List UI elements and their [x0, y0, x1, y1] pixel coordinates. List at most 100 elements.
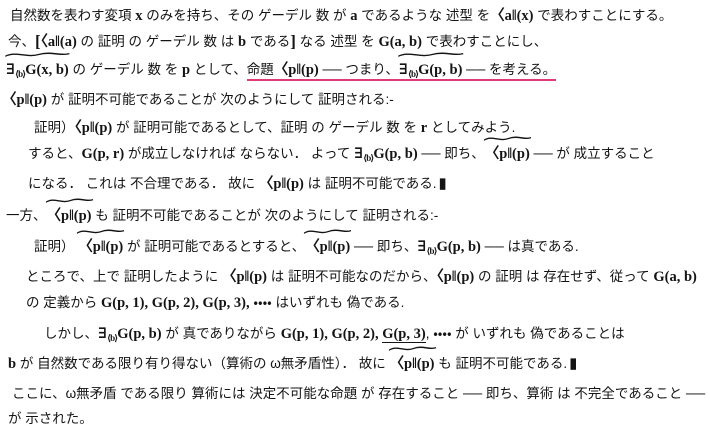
- math-token: 〈p‖(p): [305, 239, 351, 255]
- g-predicate: G(p, b): [117, 326, 162, 342]
- tilde-expression: 〈p‖(p): [304, 229, 352, 260]
- qed-box-icon: ▮: [569, 355, 578, 372]
- g-predicate: G(p, b): [373, 146, 418, 162]
- tilde-overline-icon: [483, 136, 531, 141]
- math-token: 〈p‖(p): [78, 239, 124, 255]
- text-run: の 証明 の ゲーデル 数 は: [76, 34, 239, 49]
- text-run: で表わすことにする。: [533, 8, 673, 23]
- text-run: ── 即ち、: [417, 146, 485, 161]
- close-bracket: ]: [290, 32, 296, 51]
- math-token: b: [238, 34, 247, 50]
- exists-expression: ∃⟨b⟩G(p, b): [354, 146, 418, 163]
- math-token: r: [420, 120, 428, 136]
- text-run: であるような 述型 を: [357, 8, 491, 23]
- math-token: 〈p‖(p): [484, 146, 530, 162]
- exists-quantifier: ∃: [6, 62, 15, 78]
- text-line: ところで、上で 証明したように 〈p‖(p) は 証明不可能なのだから、〈p‖(…: [0, 264, 708, 290]
- text-run: として、: [190, 62, 247, 77]
- text-run: が 自然数である限り有り得ない（算術の ω無矛盾性）． 故に: [16, 356, 390, 371]
- math-token: G(p, 1), G(p, 2),: [280, 326, 383, 342]
- text-run: で表わすことにし、: [421, 34, 548, 49]
- math-token: 〈p‖(p): [2, 92, 47, 108]
- math-token: G(a, b): [378, 34, 422, 50]
- math-token: 〈p‖(p): [436, 269, 475, 285]
- exists-expression: ∃⟨b⟩G(p, b): [98, 326, 162, 343]
- math-token: 〈a‖(a): [40, 34, 77, 50]
- text-run: ── を考える。: [462, 62, 557, 77]
- text-line: 証明）〈p‖(p) が 証明可能であるとして、証明 の ゲーデル 数 を r と…: [0, 115, 708, 141]
- text-run: は 証明不可能なのだから、: [266, 269, 437, 284]
- text-run: が 証明可能であるとすると、: [123, 239, 306, 254]
- text-run: 命題: [246, 62, 274, 77]
- text-line: しかし、∃⟨b⟩G(p, b) が 真でありながら G(p, 1), G(p, …: [0, 321, 708, 351]
- text-run: は 証明不可能である.: [303, 176, 437, 191]
- math-token: 〈p‖(p): [273, 62, 319, 78]
- text-run: が 証明不可能であることが 次のようにして 証明される:-: [47, 92, 394, 107]
- tilde-overline-icon: [398, 52, 464, 57]
- math-token: b: [8, 356, 17, 372]
- tilde-expression: ∃⟨b⟩G(p, b): [398, 52, 464, 87]
- text-line: 一方、〈p‖(p) も 証明不可能であることが 次のようにして 証明される:-: [0, 198, 708, 229]
- exists-quantifier: ∃: [98, 326, 107, 342]
- proof-label: 証明）: [34, 239, 79, 254]
- subscript-b: ⟨b⟩: [107, 333, 118, 343]
- text-run: としてみよう.: [427, 120, 516, 135]
- math-token: a: [350, 8, 358, 24]
- text-run: ── が 成立すること: [529, 146, 655, 161]
- pink-underlined-proposition: 命題〈p‖(p) ── つまり、∃⟨b⟩G(p, b) ── を考える。: [246, 52, 557, 81]
- text-run: のみを持ち、その ゲーデル 数 が: [142, 8, 351, 23]
- subscript-b: ⟨b⟩: [407, 69, 419, 79]
- math-token: G(p, 1), G(p, 2), G(p, 3),: [101, 295, 250, 311]
- text-line: 自然数を表わす変項 x のみを持ち、その ゲーデル 数 が a であるような 述…: [0, 3, 708, 29]
- tilde-overline-icon: [5, 52, 70, 57]
- qed-box-icon: ▮: [438, 175, 447, 192]
- math-token: p: [182, 62, 191, 78]
- text-line: の 定義から G(p, 1), G(p, 2), G(p, 3), ・・・・ は…: [0, 290, 708, 316]
- text-line: 〈p‖(p) が 証明不可能であることが 次のようにして 証明される:-: [0, 87, 708, 113]
- proof-label: 証明）: [34, 120, 75, 135]
- text-line: すると、G(p, r) が成立しなければ ならない． よって ∃⟨b⟩G(p, …: [0, 136, 708, 171]
- text-line: ∃⟨b⟩G(x, b) の ゲーデル 数 を p として、命題〈p‖(p) ──…: [0, 52, 708, 87]
- g-predicate: G(x, b): [25, 62, 69, 78]
- subscript-b: ⟨b⟩: [426, 246, 437, 256]
- math-token: 〈p‖(p): [221, 269, 267, 285]
- open-bracket: [: [35, 32, 41, 51]
- text-run: が 証明可能であるとして、証明 の ゲーデル 数 を: [112, 120, 421, 135]
- text-run: も 証明不可能であることが 次のようにして 証明される:-: [91, 208, 439, 223]
- text-run: が成立しなければ ならない． よって: [124, 146, 355, 161]
- tilde-overline-icon: [304, 229, 352, 234]
- tilde-overline-icon: [45, 198, 93, 203]
- text-run: ここに、ω無矛盾 である限り 算術には 決定不可能な命題 が 存在すること ──…: [12, 386, 706, 401]
- math-token: x: [135, 8, 143, 24]
- math-token: 〈p‖(p): [46, 208, 92, 224]
- tilde-overline-icon: [77, 229, 125, 234]
- text-run: も 証明不可能である.: [434, 356, 568, 371]
- subscript-b: ⟨b⟩: [15, 69, 26, 79]
- exists-quantifier: ∃: [417, 239, 427, 255]
- text-run: , ・・・・ が いずれも 偽であることは: [425, 326, 625, 341]
- text-run: が 示された。: [8, 411, 93, 426]
- text-run: 一方、: [6, 208, 47, 223]
- tilde-expression: 〈p‖(p): [45, 198, 93, 229]
- exists-quantifier: ∃: [354, 146, 364, 162]
- tilde-expression: 〈p‖(p): [483, 136, 531, 167]
- g-predicate: G(p, b): [436, 239, 481, 255]
- text-run: になる． これは 不合理である． 故に: [28, 176, 259, 191]
- text-run: しかし、: [44, 326, 98, 341]
- text-run: が 真でありながら: [161, 326, 281, 341]
- text-run: ところで、上で 証明したように: [26, 269, 222, 284]
- text-line: 証明） 〈p‖(p) が 証明可能であるとすると、〈p‖(p) ── 即ち、∃⟨…: [0, 229, 708, 264]
- text-line: ここに、ω無矛盾 である限り 算術には 決定不可能な命題 が 存在すること ──…: [0, 381, 708, 406]
- text-run: すると、: [28, 146, 82, 161]
- text-run: の ゲーデル 数 を: [68, 62, 182, 77]
- text-run: ── つまり、: [318, 62, 399, 77]
- text-line: になる． これは 不合理である． 故に 〈p‖(p) は 証明不可能である.▮: [0, 171, 708, 197]
- text-run: 今、: [8, 34, 35, 49]
- subscript-b: ⟨b⟩: [363, 153, 374, 163]
- tilde-overline-icon: [388, 346, 436, 351]
- text-run: 自然数を表わす変項: [10, 8, 136, 23]
- exists-expression: ∃⟨b⟩G(p, b): [417, 239, 481, 256]
- tilde-expression: ∃⟨b⟩G(x, b): [5, 52, 70, 87]
- text-line: が 示された。: [0, 406, 708, 431]
